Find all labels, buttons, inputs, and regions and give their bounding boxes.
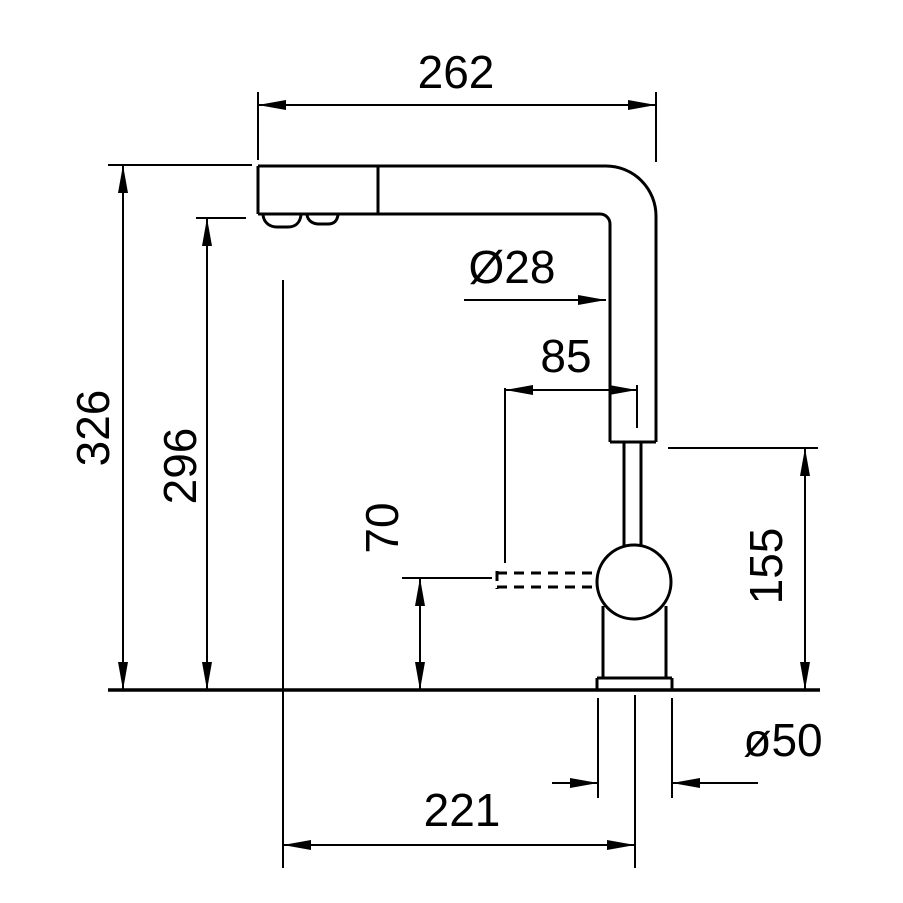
spout (256, 164, 658, 444)
dim-label-296: 296 (154, 428, 206, 505)
faucet-outline (256, 164, 674, 689)
dim-label-d28: Ø28 (469, 241, 556, 293)
dim-label-155: 155 (740, 528, 792, 605)
handle-stick (622, 443, 643, 560)
dim-label-d50: ø50 (743, 714, 822, 766)
base-flange (595, 678, 674, 689)
dim-label-221: 221 (424, 784, 501, 836)
dimension-handle-clearance: 70 (356, 502, 492, 690)
dimension-handle-reach: 85 (504, 330, 638, 563)
dim-label-262: 262 (418, 46, 495, 98)
dimension-outlet-height: 296 (154, 217, 246, 690)
dimension-outlet-to-axis: 221 (282, 280, 636, 868)
dimension-overall-height: 326 (67, 164, 252, 690)
dimension-base-diameter: ø50 (552, 698, 823, 798)
dim-label-70: 70 (356, 502, 408, 553)
dim-label-85: 85 (540, 330, 591, 382)
ball-joint (595, 543, 673, 621)
dim-label-326: 326 (67, 390, 119, 467)
base-cylinder (597, 606, 672, 680)
dimension-spout-reach: 262 (257, 46, 657, 162)
dimension-body-height: 155 (668, 447, 818, 691)
lever-dashed-position (495, 571, 598, 589)
aerator (261, 214, 340, 229)
dimension-tube-diameter: Ø28 (464, 241, 606, 305)
